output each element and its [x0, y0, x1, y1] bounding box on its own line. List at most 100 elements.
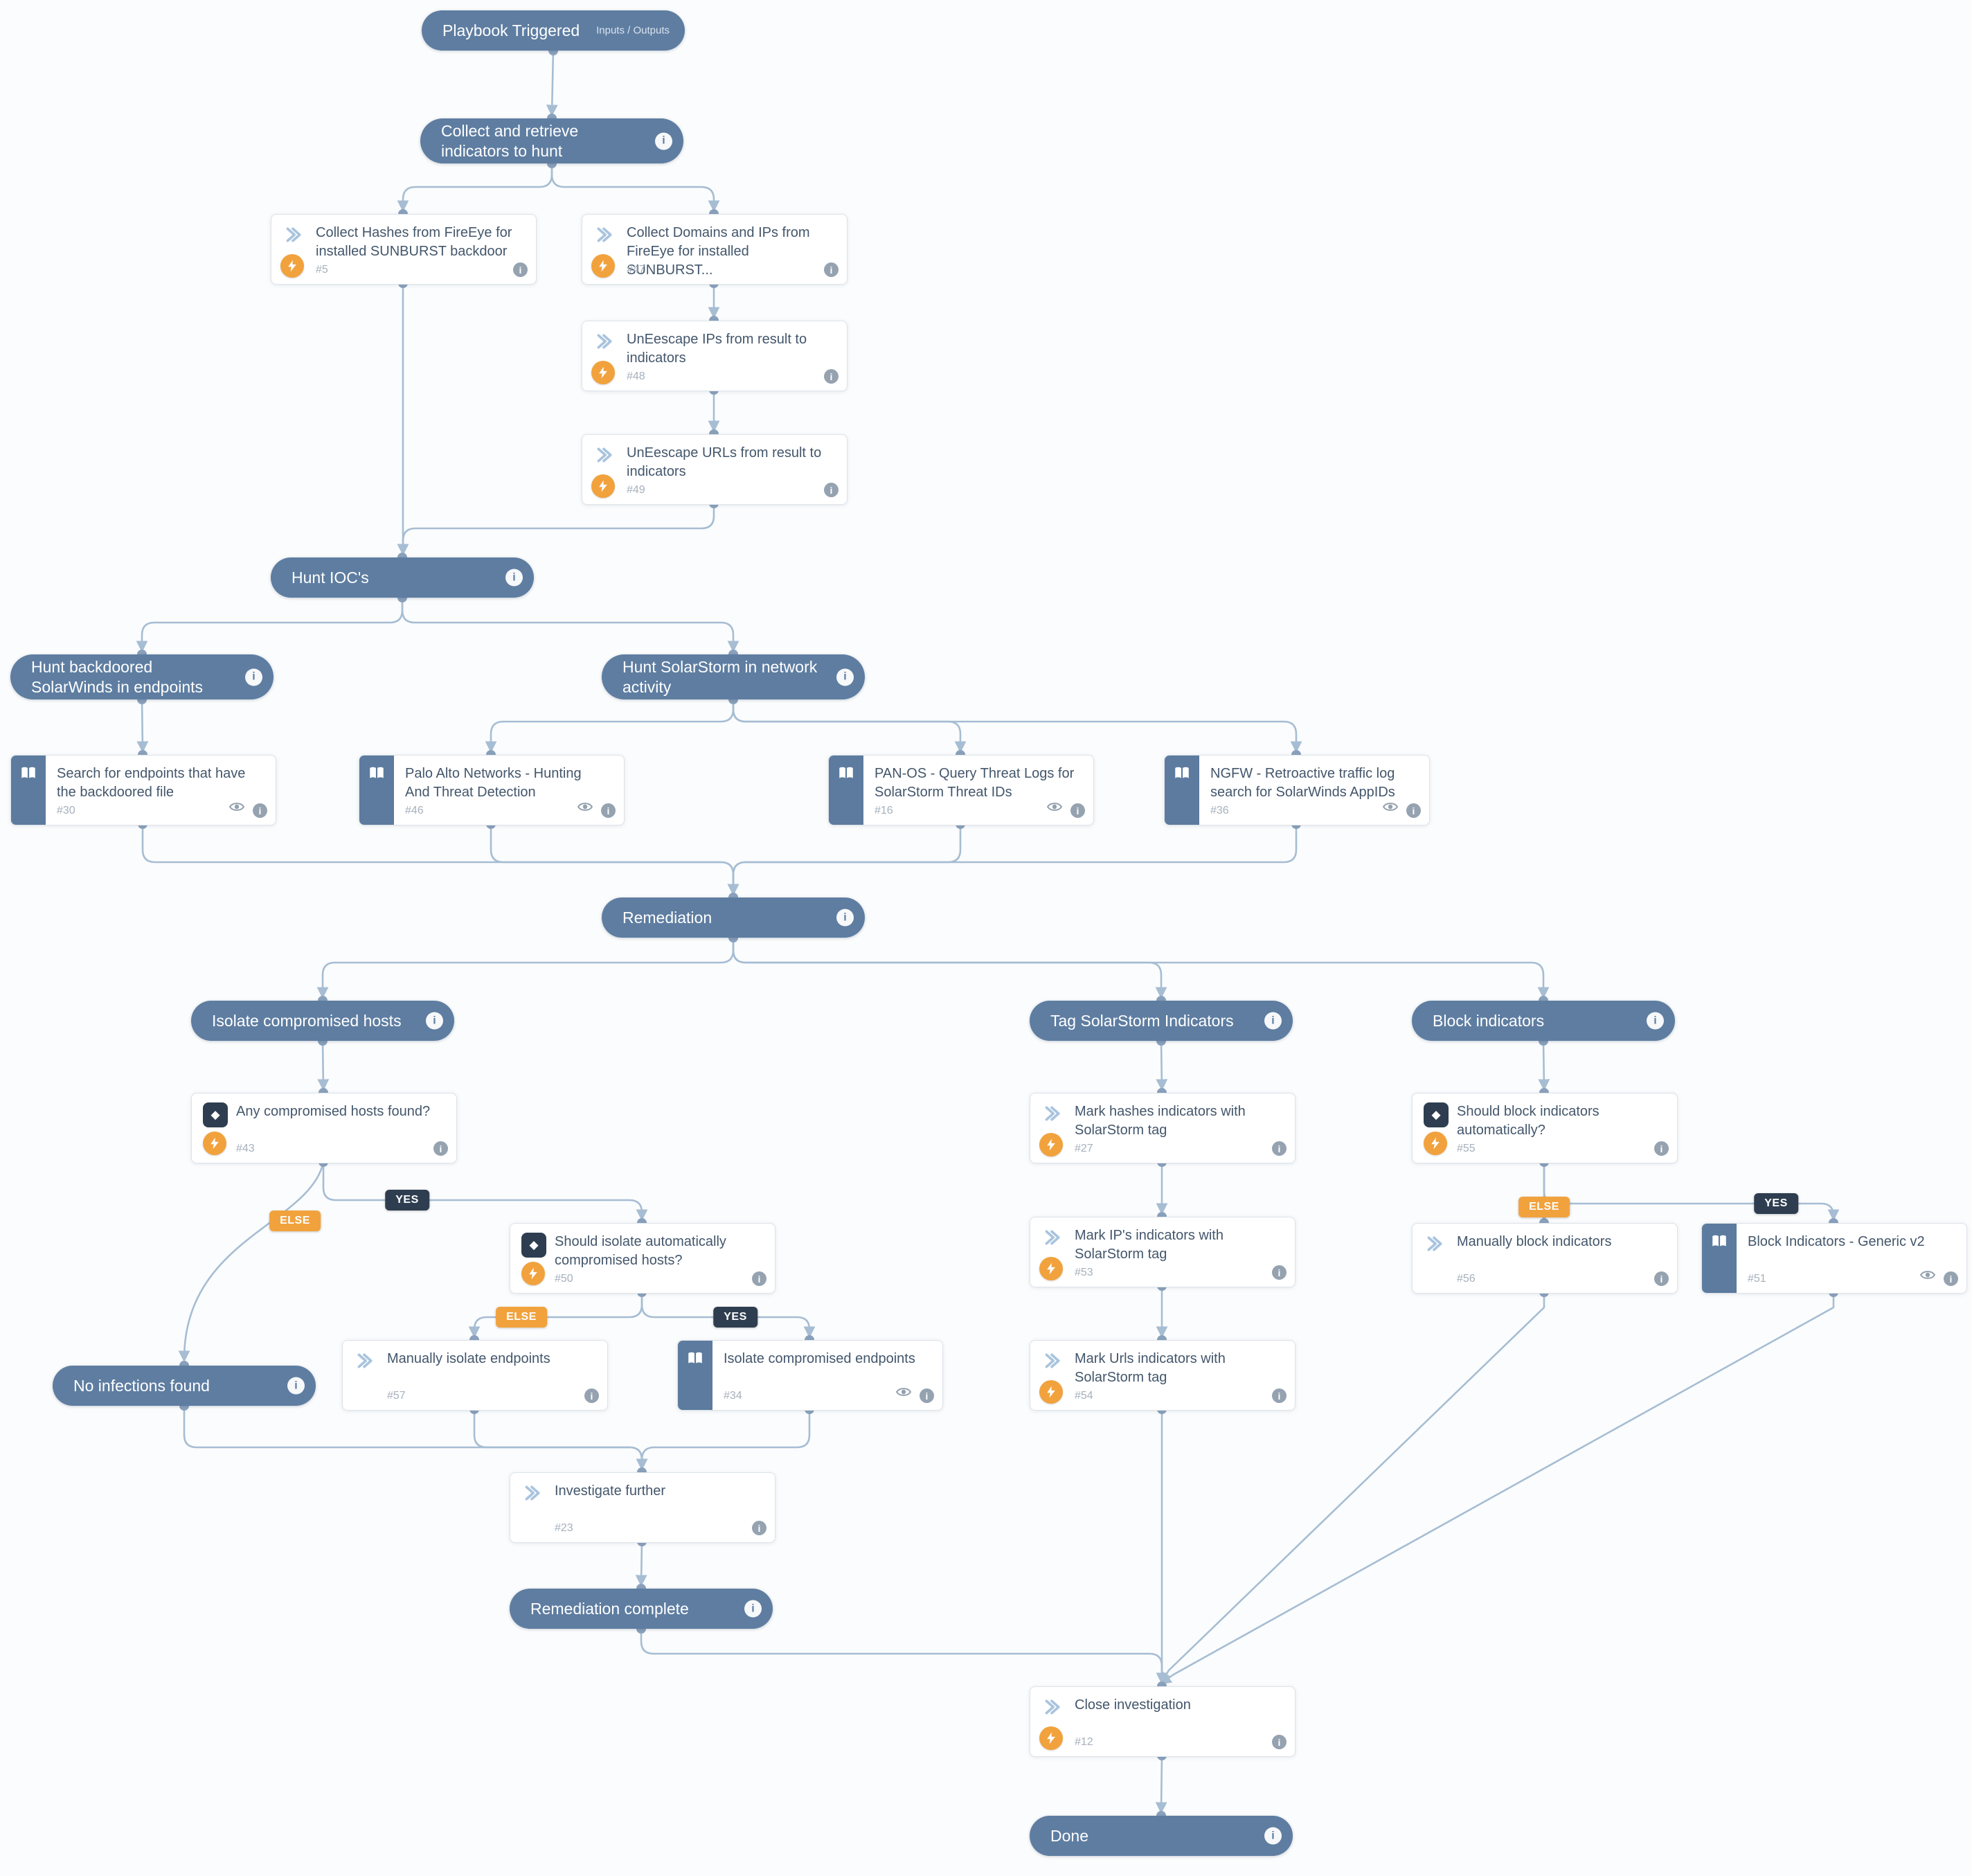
condition-any-hosts-found[interactable]: ◆ Any compromised hosts found? #43 i: [191, 1093, 457, 1163]
condition-diamond-icon: ◆: [203, 1102, 228, 1127]
info-icon[interactable]: i: [433, 1141, 448, 1156]
info-icon[interactable]: i: [824, 483, 839, 497]
info-icon[interactable]: i: [1654, 1271, 1669, 1286]
info-icon[interactable]: i: [513, 262, 528, 277]
task-mark-urls[interactable]: Mark Urls indicators with SolarStorm tag…: [1030, 1340, 1296, 1411]
info-icon[interactable]: i: [1406, 803, 1421, 818]
task-mark-ips[interactable]: Mark IP's indicators with SolarStorm tag…: [1030, 1217, 1296, 1287]
condition-diamond-icon: ◆: [1424, 1102, 1449, 1127]
task-ngfw-retro[interactable]: NGFW - Retroactive traffic log search fo…: [1164, 755, 1430, 825]
task-isolate-endpoints[interactable]: Isolate compromised endpoints #34 i: [677, 1340, 943, 1411]
task-search-endpoints[interactable]: Search for endpoints that have the backd…: [10, 755, 276, 825]
eye-icon[interactable]: [577, 798, 593, 819]
stage-remediation-complete[interactable]: Remediation complete i: [510, 1589, 773, 1629]
edge-anyhosts-else-noinfections: [178, 1161, 325, 1363]
task-collect-domains[interactable]: Collect Domains and IPs from FireEye for…: [582, 214, 848, 285]
task-manually-block[interactable]: Manually block indicators #56 i: [1412, 1223, 1678, 1294]
info-icon[interactable]: i: [1264, 1012, 1282, 1030]
task-close-investigation[interactable]: Close investigation #12 i: [1030, 1686, 1296, 1757]
info-icon[interactable]: i: [1264, 1827, 1282, 1845]
task-title: UnEescape URLs from result to indicators: [627, 445, 822, 479]
task-id: #53: [1075, 1267, 1093, 1278]
stage-label: Remediation: [622, 908, 712, 927]
stage-remediation[interactable]: Remediation i: [602, 897, 865, 938]
lightning-icon: [591, 474, 615, 498]
stage-label: No infections found: [73, 1376, 210, 1395]
stage-isolate-hosts[interactable]: Isolate compromised hosts i: [191, 1001, 454, 1041]
info-icon[interactable]: i: [1272, 1265, 1287, 1280]
info-icon[interactable]: i: [287, 1377, 305, 1395]
inputs-outputs-label[interactable]: Inputs / Outputs: [596, 24, 670, 37]
info-icon[interactable]: i: [752, 1521, 767, 1535]
task-id: #5: [316, 264, 328, 276]
edge-manualisolate-to-investigate: [473, 1408, 648, 1471]
task-pan-hunting[interactable]: Palo Alto Networks - Hunting And Threat …: [359, 755, 625, 825]
info-icon[interactable]: i: [1272, 1735, 1287, 1749]
info-icon[interactable]: i: [744, 1600, 762, 1618]
task-unescape-urls[interactable]: UnEescape URLs from result to indicators…: [582, 434, 848, 505]
task-id: #49: [627, 484, 645, 496]
playbook-book-icon: [829, 756, 863, 825]
task-collect-hashes[interactable]: Collect Hashes from FireEye for installe…: [271, 214, 537, 285]
stage-block-indicators[interactable]: Block indicators i: [1412, 1001, 1675, 1041]
eye-icon[interactable]: [1382, 798, 1399, 819]
stage-hunt-iocs[interactable]: Hunt IOC's i: [271, 557, 534, 598]
task-manually-isolate[interactable]: Manually isolate endpoints #57 i: [342, 1340, 608, 1411]
condition-should-block[interactable]: ◆ Should block indicators automatically?…: [1412, 1093, 1678, 1163]
eye-icon[interactable]: [1919, 1267, 1936, 1287]
stage-label: Collect and retrieve indicators to hunt: [441, 122, 579, 160]
stage-label: Hunt SolarStorm in network activity: [622, 658, 818, 696]
stage-tag-indicators[interactable]: Tag SolarStorm Indicators i: [1030, 1001, 1293, 1041]
info-icon[interactable]: i: [1272, 1388, 1287, 1403]
info-icon[interactable]: i: [824, 369, 839, 384]
info-icon[interactable]: i: [505, 569, 523, 587]
eye-icon[interactable]: [228, 798, 245, 819]
task-block-generic[interactable]: Block Indicators - Generic v2 #51 i: [1701, 1223, 1967, 1294]
edge-tag-to-markhashes: [1156, 1039, 1168, 1091]
edge-trigger-to-collect: [546, 49, 558, 117]
info-icon[interactable]: i: [584, 1388, 599, 1403]
stage-playbook-triggered[interactable]: Playbook Triggered Inputs / Outputs: [422, 10, 685, 51]
stage-label: Block indicators: [1433, 1011, 1545, 1030]
task-title: Isolate compromised endpoints: [724, 1351, 915, 1366]
eye-icon[interactable]: [895, 1384, 912, 1404]
task-mark-hashes[interactable]: Mark hashes indicators with SolarStorm t…: [1030, 1093, 1296, 1163]
stage-hunt-network[interactable]: Hunt SolarStorm in network activity i: [602, 654, 865, 699]
info-icon[interactable]: i: [601, 803, 616, 818]
stage-done[interactable]: Done i: [1030, 1816, 1293, 1856]
info-icon[interactable]: i: [920, 1388, 934, 1403]
info-icon[interactable]: i: [1944, 1271, 1958, 1286]
task-investigate-further[interactable]: Investigate further #23 i: [510, 1472, 776, 1543]
automation-chevron-icon: [595, 226, 613, 247]
info-icon[interactable]: i: [245, 668, 262, 686]
info-icon[interactable]: i: [426, 1012, 443, 1030]
condition-should-isolate[interactable]: ◆ Should isolate automatically compromis…: [510, 1223, 776, 1294]
task-id: #30: [57, 805, 75, 816]
info-icon[interactable]: i: [655, 132, 672, 150]
task-unescape-ips[interactable]: UnEescape IPs from result to indicators …: [582, 321, 848, 391]
info-icon[interactable]: i: [1654, 1141, 1669, 1156]
task-panos-query[interactable]: PAN-OS - Query Threat Logs for SolarStor…: [828, 755, 1094, 825]
task-id: #48: [627, 370, 645, 382]
info-icon[interactable]: i: [836, 668, 854, 686]
task-title: Block Indicators - Generic v2: [1748, 1234, 1925, 1249]
task-id: #23: [555, 1522, 573, 1534]
manual-chevron-icon: [355, 1352, 373, 1373]
stage-no-infections[interactable]: No infections found i: [53, 1366, 316, 1406]
eye-icon[interactable]: [1046, 798, 1063, 819]
branch-else-badge: ELSE: [496, 1307, 547, 1328]
edge-network-to-panos: [732, 698, 967, 753]
playbook-book-icon: [11, 756, 46, 825]
info-icon[interactable]: i: [836, 909, 854, 927]
info-icon[interactable]: i: [1647, 1012, 1664, 1030]
playbook-book-icon: [1702, 1224, 1737, 1293]
info-icon[interactable]: i: [752, 1271, 767, 1286]
lightning-icon: [591, 254, 615, 278]
info-icon[interactable]: i: [824, 262, 839, 277]
info-icon[interactable]: i: [1272, 1141, 1287, 1156]
edge-noinfections-to-investigate: [183, 1404, 648, 1471]
info-icon[interactable]: i: [1070, 803, 1085, 818]
info-icon[interactable]: i: [253, 803, 267, 818]
stage-hunt-backdoored[interactable]: Hunt backdoored SolarWinds in endpoints …: [10, 654, 274, 699]
stage-collect-indicators[interactable]: Collect and retrieve indicators to hunt …: [420, 118, 683, 163]
